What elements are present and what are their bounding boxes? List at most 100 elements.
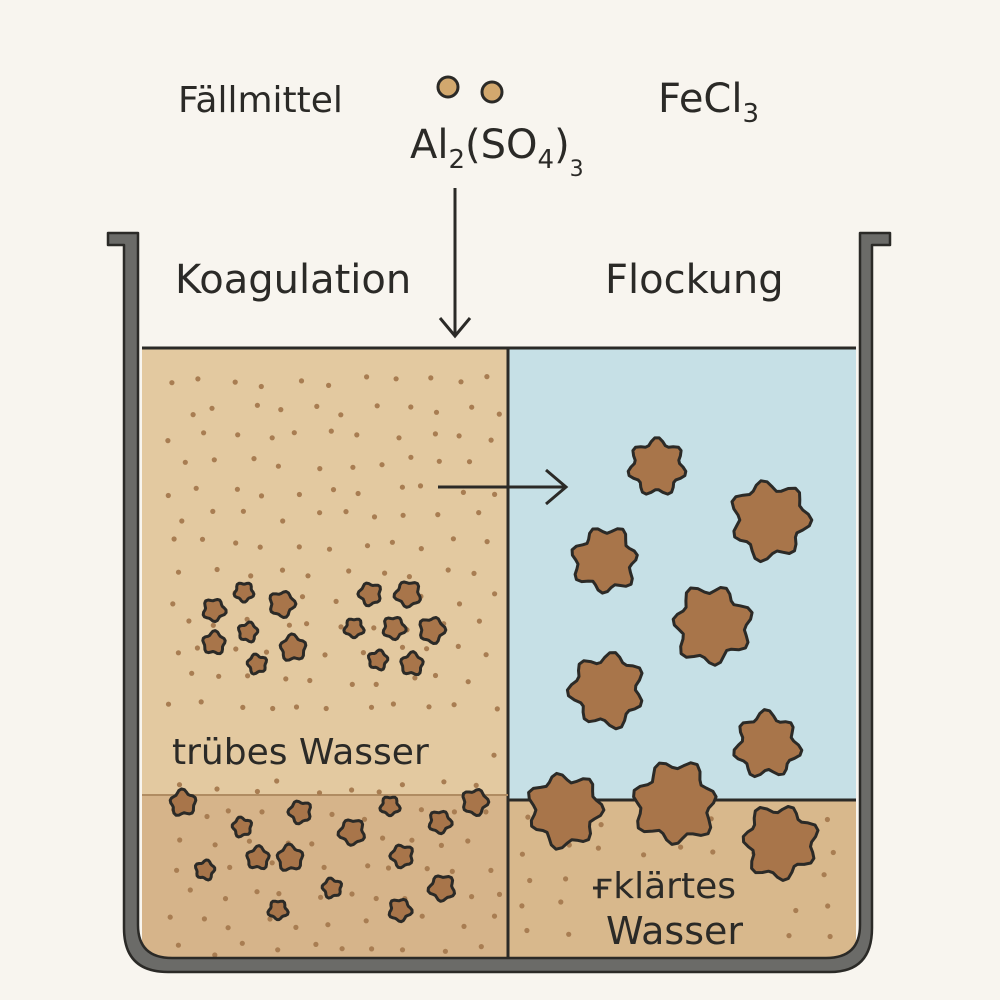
particle-dot bbox=[360, 650, 366, 656]
particle-dot bbox=[491, 913, 498, 919]
alum-formula-group: (SO bbox=[465, 122, 537, 168]
particle-dot bbox=[406, 574, 412, 580]
turbid-water-region bbox=[142, 348, 508, 798]
particle-dot bbox=[441, 779, 447, 785]
particle-dot bbox=[484, 539, 490, 545]
floc bbox=[201, 629, 227, 656]
floc bbox=[632, 761, 718, 846]
particle-dot bbox=[239, 940, 245, 946]
particle-dot bbox=[821, 872, 827, 878]
particle-dot bbox=[299, 594, 306, 600]
particle-dot bbox=[235, 432, 241, 438]
granule-icon bbox=[480, 80, 504, 104]
particle-dot bbox=[195, 376, 201, 382]
particle-dot bbox=[354, 432, 360, 438]
particle-dot bbox=[525, 814, 531, 820]
particle-dot bbox=[346, 568, 352, 574]
particle-dot bbox=[225, 925, 231, 931]
floc bbox=[286, 799, 312, 826]
particle-dot bbox=[483, 809, 489, 815]
alum-formula-sub-3: 3 bbox=[570, 157, 584, 182]
floc bbox=[741, 805, 820, 882]
particle-dot bbox=[258, 493, 265, 499]
particle-dot bbox=[461, 923, 467, 930]
particle-dot bbox=[232, 379, 238, 385]
particle-dot bbox=[244, 616, 250, 622]
floc bbox=[232, 581, 256, 604]
particle-dot bbox=[212, 952, 218, 958]
floc bbox=[168, 787, 198, 817]
particle-dot bbox=[496, 411, 502, 417]
particle-dot bbox=[641, 852, 647, 858]
alum-formula-sub-1: 2 bbox=[448, 145, 465, 175]
particle-dot bbox=[201, 916, 207, 922]
particle-dot bbox=[349, 787, 355, 793]
particle-dot bbox=[830, 849, 836, 856]
particle-dot bbox=[488, 867, 494, 874]
particle-dot bbox=[825, 903, 831, 909]
particle-dot bbox=[458, 379, 464, 385]
particle-dot bbox=[399, 484, 405, 490]
particle-dot bbox=[364, 374, 370, 380]
particle-dot bbox=[424, 866, 430, 872]
particle-dot bbox=[176, 782, 183, 788]
particle-dot bbox=[455, 643, 461, 650]
particle-dot bbox=[428, 375, 434, 381]
particle-dot bbox=[469, 404, 475, 410]
floc bbox=[342, 617, 366, 640]
particle-dot bbox=[483, 652, 489, 658]
particle-dot bbox=[187, 887, 193, 893]
particle-dot bbox=[478, 944, 484, 950]
particle-dot bbox=[257, 544, 263, 550]
particle-dot bbox=[412, 675, 418, 681]
particle-dot bbox=[233, 540, 239, 546]
particle-dot bbox=[393, 376, 399, 382]
dosing-arrow-head bbox=[438, 317, 472, 339]
particle-dot bbox=[171, 536, 177, 542]
floc bbox=[427, 809, 454, 836]
particle-dot bbox=[296, 544, 302, 550]
floc bbox=[367, 648, 390, 672]
particle-dot bbox=[293, 704, 300, 710]
container-outline bbox=[106, 231, 892, 974]
particle-dot bbox=[204, 813, 210, 820]
particle-dot bbox=[263, 649, 270, 655]
particle-dot bbox=[471, 570, 477, 577]
particle-dot bbox=[258, 383, 264, 390]
clarified-water-label-line1: ғklärtes bbox=[592, 866, 736, 907]
particle-dot bbox=[248, 573, 254, 579]
particle-dot bbox=[210, 622, 216, 628]
particle-dot bbox=[209, 405, 215, 411]
floc bbox=[387, 897, 414, 924]
particle-dot bbox=[824, 816, 831, 823]
coagulation-label: Koagulation bbox=[175, 257, 411, 303]
turbid-water-label: trübes Wasser bbox=[172, 732, 429, 773]
particle-dot bbox=[254, 889, 260, 895]
particle-dot bbox=[710, 849, 716, 855]
particle-dot bbox=[254, 788, 260, 795]
alum-formula-element: Al bbox=[410, 122, 448, 168]
particle-dot bbox=[165, 701, 172, 707]
particle-dot bbox=[267, 916, 273, 922]
particle-dot bbox=[399, 947, 406, 953]
floc bbox=[237, 620, 260, 644]
clear-water-region bbox=[508, 348, 856, 800]
particle-dot bbox=[169, 380, 175, 386]
particle-dot bbox=[170, 601, 176, 607]
particle-dot bbox=[494, 706, 500, 712]
particle-dot bbox=[293, 924, 299, 931]
floc bbox=[399, 650, 425, 677]
particle-dot bbox=[465, 838, 471, 844]
floc bbox=[388, 843, 414, 870]
particle-dot bbox=[233, 646, 239, 652]
particle-dot bbox=[380, 835, 386, 841]
particle-dot bbox=[240, 508, 246, 514]
particle-dot bbox=[328, 428, 334, 434]
particle-dot bbox=[225, 808, 231, 814]
particle-dot bbox=[279, 567, 286, 573]
particle-dot bbox=[349, 891, 355, 897]
particle-dot bbox=[371, 514, 378, 520]
particle-dot bbox=[409, 837, 415, 843]
particle-dot bbox=[424, 646, 430, 652]
particle-dot bbox=[408, 454, 414, 460]
